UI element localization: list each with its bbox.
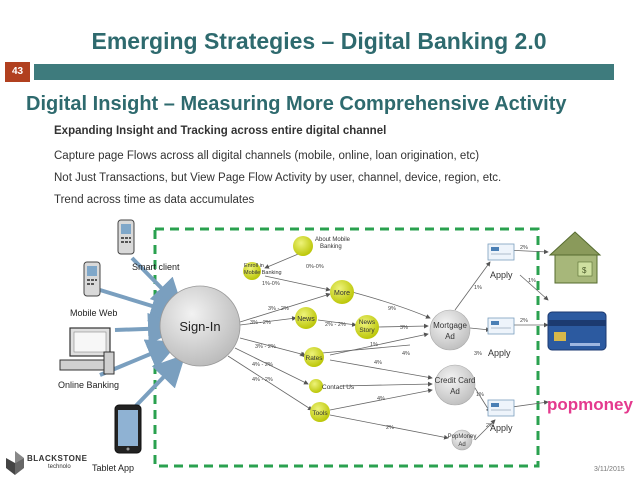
edge-label: 1%: [528, 278, 536, 284]
mobile-web-label: Mobile Web: [70, 308, 117, 318]
credit-card-ad-node: [434, 364, 476, 406]
edge-label: 3%: [400, 325, 408, 331]
edge-label: 2% - 2%: [325, 322, 346, 328]
edge-label: 3%: [474, 351, 482, 357]
svg-text:$: $: [582, 266, 587, 275]
enroll-label-2: Mobile Banking: [244, 270, 282, 276]
apply-label-2: Apply: [488, 348, 511, 358]
credit-card-label-1: Credit Card: [435, 376, 476, 385]
about-mobile-label-1: About Mobile: [315, 237, 351, 243]
sign-in-node: [159, 285, 241, 367]
smart-client-phone-icon: [117, 219, 135, 255]
edge-label: 1%-0%: [262, 281, 280, 287]
edge-label: 1%: [474, 285, 482, 291]
edge-label: 9%: [388, 306, 396, 312]
enroll-node: [243, 262, 261, 280]
company-name: BLACKSTONE: [27, 454, 88, 463]
online-banking-label: Online Banking: [58, 380, 119, 390]
edge-label: 3% - 2%: [255, 344, 276, 350]
tools-node: [310, 402, 330, 422]
popmoney-logo: popmoney: [547, 395, 633, 414]
slide-date: 3/11/2015: [594, 466, 625, 473]
popmoney-ad-label-2: Ad: [458, 442, 465, 448]
apply-form-3: [487, 399, 515, 417]
rates-label: Rates: [306, 355, 324, 362]
edge-label: 2%: [386, 425, 394, 431]
edge-label: 3% - 2%: [268, 306, 289, 312]
popmoney-ad-node: [451, 429, 473, 451]
slide-subtitle: Digital Insight – Measuring More Compreh…: [26, 93, 567, 115]
bullet-1: Expanding Insight and Tracking across en…: [54, 125, 387, 137]
mortgage-ad-node: [429, 309, 471, 351]
tablet-app-label: Tablet App: [92, 463, 134, 473]
edge-label: 3% - 2%: [250, 320, 271, 326]
bullet-2: Capture page Flows across all digital ch…: [54, 150, 480, 162]
edge-label: 0%-0%: [306, 264, 324, 270]
popmoney-ad-label-1: PopMoney: [448, 434, 477, 440]
slide-title: Emerging Strategies – Digital Banking 2.…: [91, 28, 547, 54]
credit-card-image: [547, 311, 607, 351]
sign-in-label: Sign-In: [179, 319, 220, 334]
blackstone-logo-icon: [6, 451, 24, 475]
rates-node: [304, 347, 324, 367]
edge-label: 4%: [374, 360, 382, 366]
tools-label: Tools: [312, 410, 328, 417]
edge-label: 2%: [520, 245, 528, 251]
credit-card-label-2: Ad: [450, 387, 460, 396]
about-mobile-label-2: Banking: [320, 244, 342, 250]
edge-label: 2%: [486, 423, 494, 429]
edge-label: 1%: [370, 342, 378, 348]
apply-label-1: Apply: [490, 270, 513, 280]
edge-label: 4% - 2%: [252, 362, 273, 368]
about-mobile-node: [293, 236, 313, 256]
dashed-boundary: [153, 227, 540, 468]
more-label: More: [334, 290, 350, 297]
desktop-computer-icon: [59, 327, 115, 375]
tablet-icon: [114, 404, 142, 454]
house-money-image: $: [548, 231, 602, 284]
apply-form-1: [487, 243, 515, 261]
more-node: [330, 280, 354, 304]
contact-us-node: [309, 379, 323, 393]
enroll-label-1: Enroll in: [244, 263, 264, 269]
news-node: [295, 307, 317, 329]
news-story-label-2: Story: [359, 327, 375, 334]
apply-form-2: [487, 317, 515, 335]
bullet-4: Trend across time as data accumulates: [54, 194, 255, 206]
news-story-label-1: News: [359, 319, 376, 326]
edge-label: 4%: [377, 396, 385, 402]
bullet-3: Not Just Transactions, but View Page Flo…: [54, 172, 502, 184]
apply-label-3: Apply: [490, 423, 513, 433]
mortgage-label-2: Ad: [445, 332, 455, 341]
edge-label: 1%: [476, 392, 484, 398]
edge-label: 2%: [520, 318, 528, 324]
news-label: News: [297, 316, 315, 323]
mortgage-label-1: Mortgage: [433, 321, 467, 330]
title-bar: [34, 64, 614, 80]
smart-client-label: Smart client: [132, 262, 180, 272]
contact-us-label: Contact Us: [322, 384, 355, 391]
edge-label: 4%: [402, 351, 410, 357]
mobile-web-phone-icon: [83, 261, 101, 297]
company-sub: technolo: [48, 464, 71, 470]
edge-label: 4% - 2%: [252, 377, 273, 383]
page-number-badge: 43: [5, 62, 30, 82]
news-story-node: [355, 315, 379, 339]
